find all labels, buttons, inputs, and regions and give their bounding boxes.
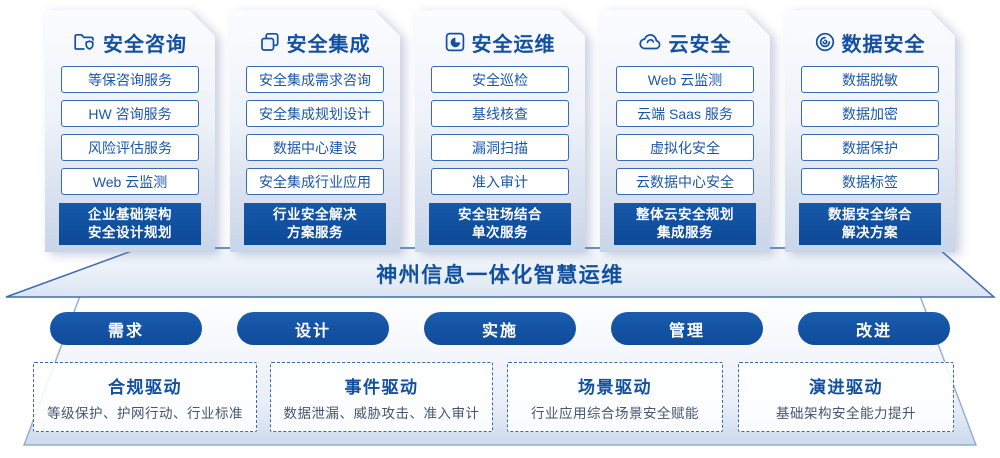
fingerprint-circle-icon <box>815 32 835 52</box>
service-item: 云端 Saas 服务 <box>616 100 754 127</box>
driver-title: 演进驱动 <box>809 377 883 397</box>
footer-line: 方案服务 <box>287 225 343 240</box>
column-footer: 行业安全解决 方案服务 <box>244 203 386 245</box>
footer-line: 安全驻场结合 <box>458 206 542 222</box>
footer-line: 单次服务 <box>472 225 528 240</box>
footer-line: 安全设计规划 <box>88 225 172 240</box>
footer-line: 企业基础架构 <box>88 206 172 222</box>
service-item: 数据加密 <box>801 100 939 127</box>
footer-line: 行业安全解决 <box>273 206 357 222</box>
service-item: 数据脱敏 <box>801 66 939 93</box>
service-item: 数据标签 <box>801 168 939 195</box>
driver-desc: 基础架构安全能力提升 <box>776 405 916 421</box>
column-data-security: 数据安全 数据脱敏 数据加密 数据保护 数据标签 数据安全综合 解决方案 <box>785 10 955 252</box>
service-item: HW 咨询服务 <box>61 100 199 127</box>
driver-box-scenario: 场景驱动 行业应用综合场景安全赋能 <box>507 362 723 432</box>
service-item: 云数据中心安全 <box>616 168 754 195</box>
service-item: 数据中心建设 <box>246 134 384 161</box>
driver-title: 场景驱动 <box>578 377 652 397</box>
service-item: 安全集成规划设计 <box>246 100 384 127</box>
folder-shield-icon <box>73 32 96 52</box>
footer-line: 集成服务 <box>657 225 713 240</box>
driver-desc: 数据泄漏、威胁攻击、准入审计 <box>283 405 480 421</box>
banner-title: 神州信息一体化智慧运维 <box>376 264 624 287</box>
service-item: 漏洞扫描 <box>431 134 569 161</box>
footer-line: 数据安全综合 <box>828 206 912 222</box>
driver-box-incident: 事件驱动 数据泄漏、威胁攻击、准入审计 <box>270 362 493 432</box>
service-item: 安全集成行业应用 <box>246 168 384 195</box>
service-item: 安全集成需求咨询 <box>246 66 384 93</box>
driver-title: 事件驱动 <box>344 377 419 397</box>
column-security-consulting: 安全咨询 等保咨询服务 HW 咨询服务 风险评估服务 Web 云监测 企业基础架… <box>45 10 215 252</box>
service-item: 安全巡检 <box>431 66 569 93</box>
process-pill-improvement: 改进 <box>798 312 950 345</box>
column-title: 安全集成 <box>286 33 371 56</box>
column-header: 云安全 <box>600 27 770 57</box>
service-item: 数据保护 <box>801 134 939 161</box>
column-header: 数据安全 <box>785 27 955 57</box>
column-header: 安全运维 <box>415 27 585 57</box>
driver-desc: 行业应用综合场景安全赋能 <box>531 405 699 421</box>
copy-documents-icon <box>260 32 280 52</box>
service-item: 等保咨询服务 <box>61 66 199 93</box>
column-security-operations: 安全运维 安全巡检 基线核查 漏洞扫描 准入审计 安全驻场结合 单次服务 <box>415 10 585 252</box>
column-title: 云安全 <box>668 33 732 56</box>
service-item: Web 云监测 <box>616 66 754 93</box>
service-item: 准入审计 <box>431 168 569 195</box>
process-pill-demand: 需求 <box>50 312 202 345</box>
footer-line: 整体云安全规划 <box>636 206 734 222</box>
driver-box-compliance: 合规驱动 等级保护、护网行动、行业标准 <box>33 362 257 432</box>
service-item: 基线核查 <box>431 100 569 127</box>
driver-box-evolution: 演进驱动 基础架构安全能力提升 <box>738 362 954 432</box>
process-pill-management: 管理 <box>611 312 763 345</box>
service-item: Web 云监测 <box>61 168 199 195</box>
column-header: 安全咨询 <box>45 27 215 57</box>
column-title: 安全运维 <box>471 33 556 56</box>
pie-chart-box-icon <box>445 32 465 52</box>
column-security-integration: 安全集成 安全集成需求咨询 安全集成规划设计 数据中心建设 安全集成行业应用 行… <box>230 10 400 252</box>
column-header: 安全集成 <box>230 27 400 57</box>
column-footer: 数据安全综合 解决方案 <box>799 203 941 245</box>
process-pill-design: 设计 <box>237 312 389 345</box>
column-footer: 企业基础架构 安全设计规划 <box>59 203 201 245</box>
process-pill-implementation: 实施 <box>424 312 576 345</box>
service-item: 风险评估服务 <box>61 134 199 161</box>
footer-line: 解决方案 <box>842 225 898 240</box>
column-footer: 整体云安全规划 集成服务 <box>614 203 756 245</box>
column-title: 安全咨询 <box>103 33 187 56</box>
column-cloud-security: 云安全 Web 云监测 云端 Saas 服务 虚拟化安全 云数据中心安全 整体云… <box>600 10 770 252</box>
driver-desc: 等级保护、护网行动、行业标准 <box>47 405 243 421</box>
cloud-icon <box>639 33 662 51</box>
column-footer: 安全驻场结合 单次服务 <box>429 203 571 245</box>
service-item: 虚拟化安全 <box>616 134 754 161</box>
driver-title: 合规驱动 <box>108 377 182 397</box>
column-title: 数据安全 <box>841 33 926 56</box>
